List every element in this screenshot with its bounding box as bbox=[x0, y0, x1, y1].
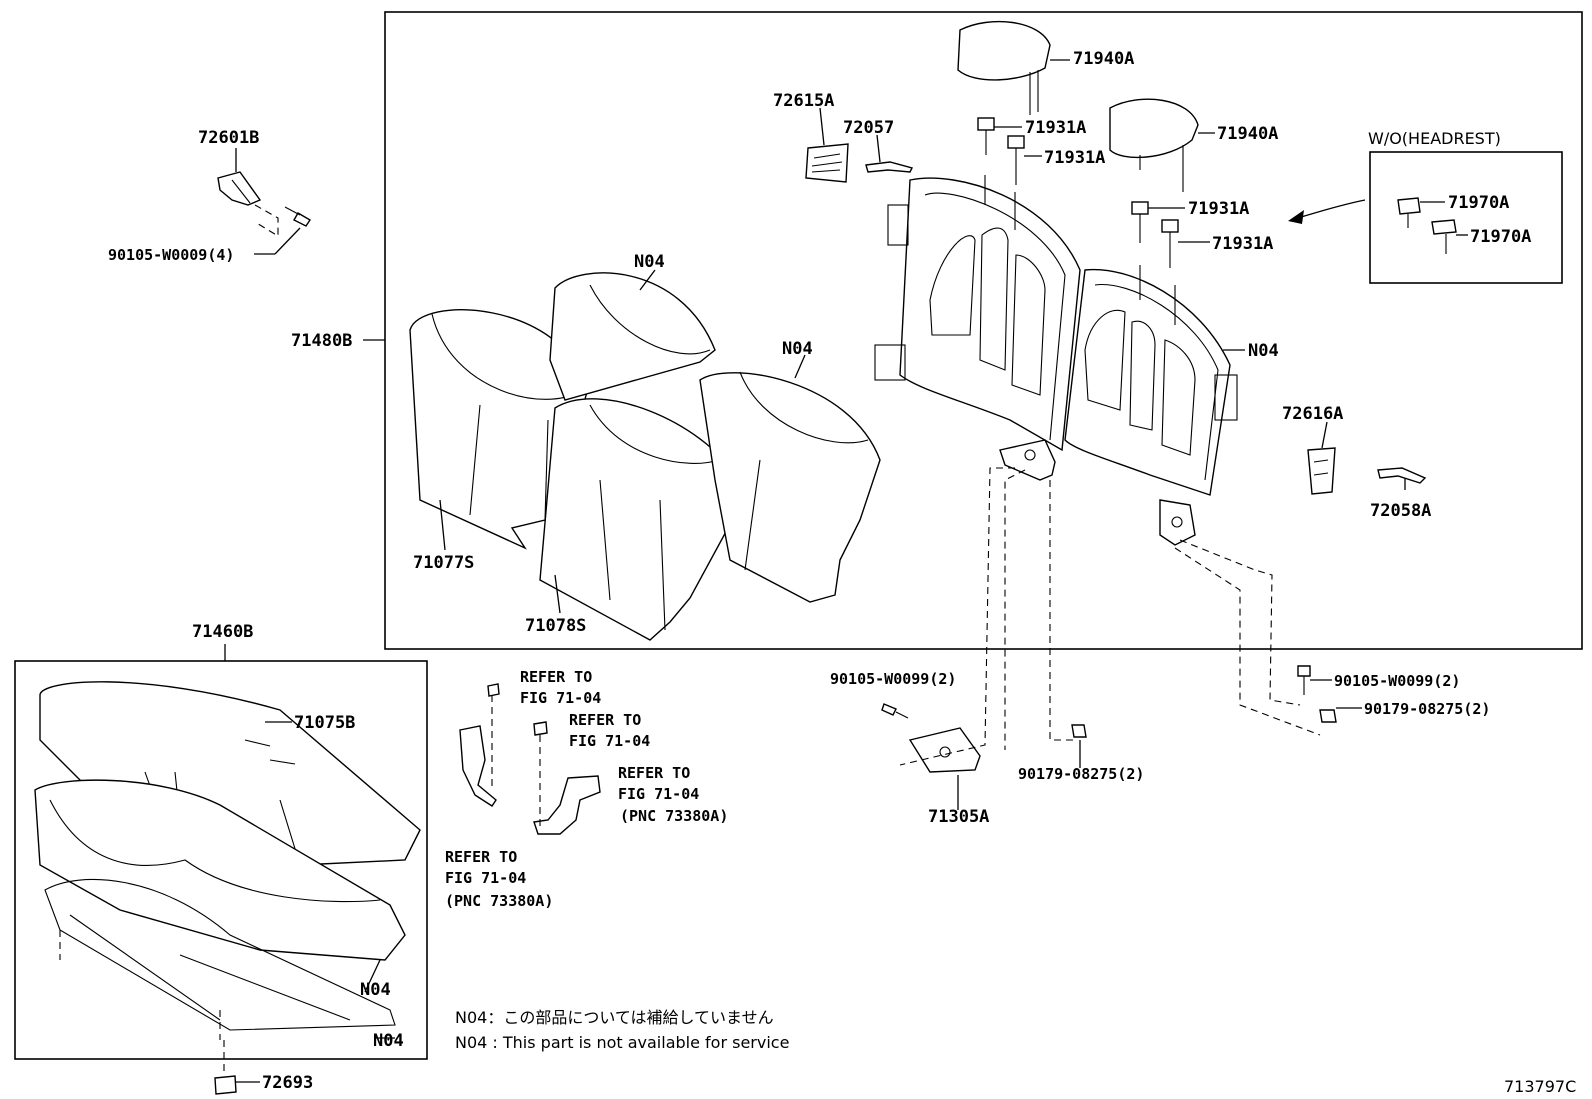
nut-90179-08275-left bbox=[1071, 724, 1087, 738]
label-72616a: 72616A bbox=[1282, 404, 1343, 424]
label-n04-frame: N04 bbox=[1248, 341, 1279, 361]
label-71078s: 71078S bbox=[525, 616, 586, 636]
label-n04-upper: N04 bbox=[634, 252, 665, 272]
label-71077s: 71077S bbox=[413, 553, 474, 573]
label-without-headrest: W/O(HEADREST) bbox=[1368, 129, 1501, 148]
diagram-code: 713797C bbox=[1504, 1077, 1576, 1096]
headrest-support-2 bbox=[1007, 135, 1025, 185]
seatback-group-frame bbox=[384, 11, 1583, 650]
label-72057: 72057 bbox=[843, 118, 894, 138]
refer-fig-3: FIG 71-04 bbox=[618, 785, 699, 803]
seat-belt-buckle-1 bbox=[459, 683, 500, 807]
seatback-cover-71078s bbox=[539, 398, 739, 641]
headrest-plug-1 bbox=[1397, 197, 1421, 228]
hook-72058a bbox=[1377, 467, 1427, 484]
label-90105-w0099-left: 90105-W0099(2) bbox=[830, 670, 956, 688]
label-71480b: 71480B bbox=[291, 331, 352, 351]
seatback-cover-n04-right bbox=[699, 371, 881, 603]
label-71931a-4: 71931A bbox=[1212, 234, 1273, 254]
nut-90179-08275-right bbox=[1319, 709, 1337, 723]
label-72693: 72693 bbox=[262, 1073, 313, 1093]
pointer-arrow bbox=[1288, 199, 1366, 224]
seatback-hinge-right bbox=[1159, 499, 1196, 546]
note-english: N04 : This part is not available for ser… bbox=[455, 1033, 789, 1052]
refer-to-3: REFER TO bbox=[618, 764, 690, 782]
refer-fig-2: FIG 71-04 bbox=[569, 732, 650, 750]
striker-71305a bbox=[908, 727, 981, 773]
clip-72693 bbox=[214, 1040, 237, 1095]
label-71460b: 71460B bbox=[192, 622, 253, 642]
without-headrest-frame bbox=[1369, 151, 1563, 284]
label-90179-08275-right: 90179-08275(2) bbox=[1364, 700, 1490, 718]
mount-line-right bbox=[1174, 539, 1321, 736]
cushion-mount-line bbox=[59, 930, 221, 1040]
bracket-72615a bbox=[805, 143, 849, 183]
label-71970a-2: 71970A bbox=[1470, 227, 1531, 247]
headrest-support-4 bbox=[1161, 219, 1179, 268]
label-71931a-3: 71931A bbox=[1188, 199, 1249, 219]
label-90105-w0099-right: 90105-W0099(2) bbox=[1334, 672, 1460, 690]
refer-to-2: REFER TO bbox=[569, 711, 641, 729]
headrest-support-3 bbox=[1131, 201, 1149, 243]
refer-to-1: REFER TO bbox=[520, 668, 592, 686]
label-71940a-top: 71940A bbox=[1073, 49, 1134, 69]
refer-to-4: REFER TO bbox=[445, 848, 517, 866]
label-n04-cushion-pad: N04 bbox=[360, 980, 391, 1000]
note-japanese: N04：この部品については補給していません bbox=[455, 1008, 774, 1027]
seat-lock-72601b bbox=[217, 171, 279, 237]
label-72615a: 72615A bbox=[773, 91, 834, 111]
refer-pnc-4: (PNC 73380A) bbox=[445, 892, 553, 910]
bolt-90105-w0099-left bbox=[881, 703, 909, 719]
label-71931a-1: 71931A bbox=[1025, 118, 1086, 138]
cushion-pad-n04 bbox=[34, 779, 406, 961]
label-72058a: 72058A bbox=[1370, 501, 1431, 521]
bolt-90105-w0009 bbox=[284, 206, 311, 227]
seatback-frame-right bbox=[1064, 265, 1238, 496]
refer-fig-4: FIG 71-04 bbox=[445, 869, 526, 887]
bolt-90105-w0099-right bbox=[1297, 665, 1311, 695]
headrest-right bbox=[1109, 98, 1199, 192]
bracket-72616a bbox=[1307, 447, 1336, 495]
headrest-support-1 bbox=[977, 117, 995, 155]
label-n04-cushion-frame: N04 bbox=[373, 1031, 404, 1051]
label-71931a-2: 71931A bbox=[1044, 148, 1105, 168]
label-90179-08275-left: 90179-08275(2) bbox=[1018, 765, 1144, 783]
refer-fig-1: FIG 71-04 bbox=[520, 689, 601, 707]
cushion-group-frame bbox=[14, 660, 428, 1060]
headrest-plug-2 bbox=[1431, 219, 1457, 254]
label-72601b: 72601B bbox=[198, 128, 259, 148]
label-71305a: 71305A bbox=[928, 807, 989, 827]
seatback-cover-n04-upper bbox=[549, 272, 716, 401]
seatback-frame-left bbox=[874, 175, 1081, 452]
seatback-hinge-center bbox=[999, 439, 1056, 481]
headrest-left bbox=[957, 20, 1051, 115]
label-90105-w0009: 90105-W0009(4) bbox=[108, 246, 234, 264]
label-71970a-1: 71970A bbox=[1448, 193, 1509, 213]
label-71940a-right: 71940A bbox=[1217, 124, 1278, 144]
seat-belt-buckle-2 bbox=[533, 721, 601, 835]
leader-lines bbox=[224, 59, 1468, 1083]
refer-pnc-3: (PNC 73380A) bbox=[620, 807, 728, 825]
hook-72057 bbox=[865, 161, 914, 173]
label-71075b: 71075B bbox=[294, 713, 355, 733]
label-n04-middle: N04 bbox=[782, 339, 813, 359]
cushion-wire-frame-n04 bbox=[44, 878, 396, 1031]
mount-line-left bbox=[899, 467, 1075, 766]
